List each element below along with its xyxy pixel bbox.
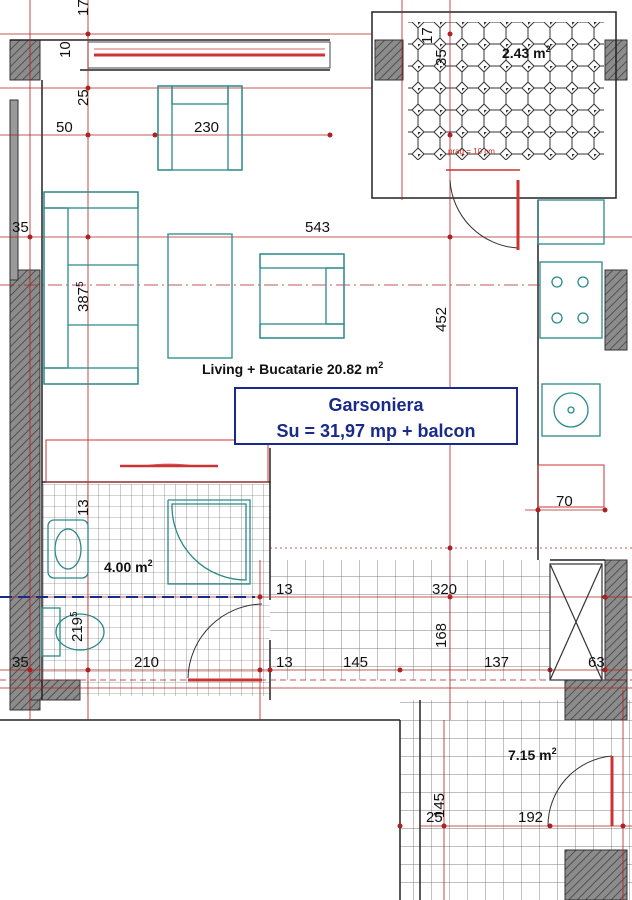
room-living-area: Living + Bucatarie 20.82 m2 — [202, 360, 383, 377]
dim-13-bath: 13 — [75, 499, 92, 516]
dim-63: 63 — [588, 654, 605, 671]
dim-137: 137 — [484, 654, 509, 671]
dim-50: 50 — [56, 119, 73, 136]
dim-145-b: 145 — [431, 793, 448, 818]
kitchen-cabinets — [45, 439, 605, 508]
room-bath-area: 4.00 m2 — [104, 558, 153, 575]
dim-13-a: 13 — [276, 581, 293, 598]
storage-cabinet — [549, 563, 603, 681]
dim-145-a: 145 — [343, 654, 368, 671]
dim-452: 452 — [433, 307, 450, 332]
doors — [187, 169, 614, 827]
dim-35-balcony: 35 — [433, 49, 450, 66]
apartment-type: Garsoniera — [328, 395, 424, 415]
dim-192: 192 — [518, 809, 543, 826]
dim-387: 3875 — [75, 281, 92, 312]
apartment-title-box: Garsoniera Su = 31,97 mp + balcon — [234, 387, 518, 445]
dim-219: 2195 — [69, 611, 86, 642]
room-balcony-area: 2.43 m2 — [502, 44, 551, 61]
apartment-area: Su = 31,97 mp + balcon — [276, 421, 476, 441]
walls — [9, 39, 628, 900]
window-top — [87, 41, 331, 69]
dim-320: 320 — [432, 581, 457, 598]
dim-17-top: 17 — [75, 0, 92, 16]
dim-35-bottom: 35 — [12, 654, 29, 671]
threshold-note: prag = 10 cm — [448, 147, 495, 156]
dim-25: 25 — [75, 89, 92, 106]
furniture — [41, 85, 605, 657]
dim-13-b: 13 — [276, 654, 293, 671]
balcony-floor — [408, 22, 604, 160]
dim-210: 210 — [134, 654, 159, 671]
dimension-labels: 17 10 25 50 230 17 35 35 543 3875 452 70… — [12, 0, 605, 826]
dim-230: 230 — [194, 119, 219, 136]
dim-35-left: 35 — [12, 219, 29, 236]
dim-17-balcony: 17 — [419, 27, 436, 44]
bathroom-floor — [42, 484, 270, 696]
dim-10: 10 — [57, 41, 74, 58]
dim-70: 70 — [556, 493, 573, 510]
room-hall-area: 7.15 m2 — [508, 746, 557, 763]
dim-168: 168 — [433, 623, 450, 648]
dim-543: 543 — [305, 219, 330, 236]
dimension-ticks — [27, 31, 626, 829]
hall-floor — [270, 560, 550, 680]
dim-25-b: 25 — [426, 809, 443, 826]
